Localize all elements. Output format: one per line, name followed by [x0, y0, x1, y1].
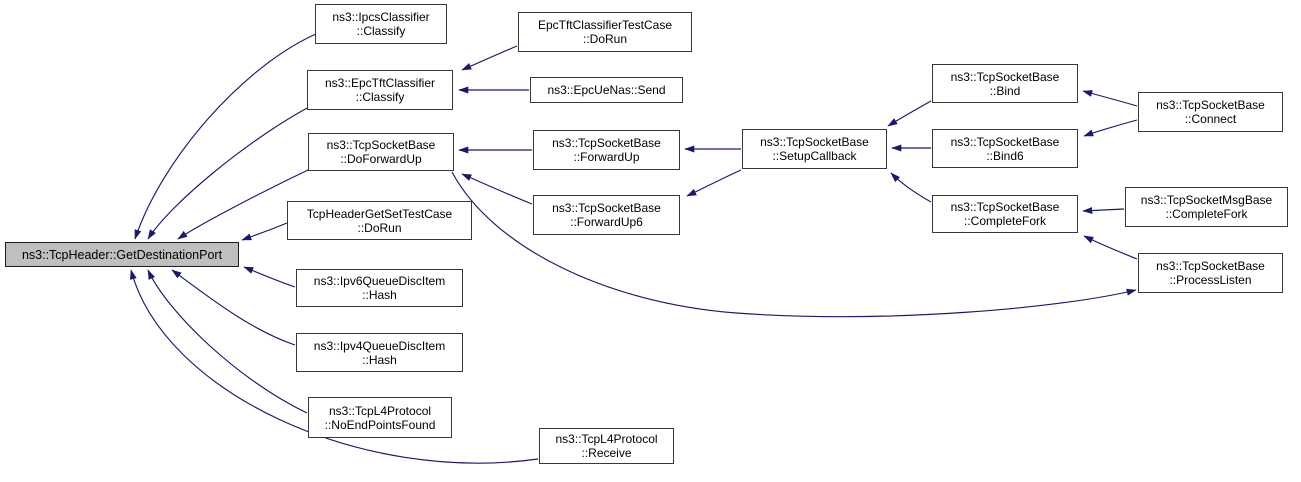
graph-node-label: ::Bind [989, 83, 1021, 98]
graph-node-label: ns3::TcpSocketBase [950, 200, 1060, 214]
graph-node-fwd6[interactable]: ns3::TcpSocketBase::ForwardUp6 [533, 195, 680, 235]
graph-node-label: ::SetupCallback [772, 149, 857, 163]
graph-node-label: ns3::TcpSocketBase [1156, 98, 1265, 112]
graph-node-bind6[interactable]: ns3::TcpSocketBase::Bind6 [932, 129, 1078, 168]
graph-node-label: ::DoRun [357, 220, 402, 235]
graph-node-bind[interactable]: ns3::TcpSocketBase::Bind [932, 64, 1078, 103]
graph-node-label: ::DoRun [582, 32, 628, 46]
graph-node-plisten[interactable]: ns3::TcpSocketBase::ProcessListen [1138, 253, 1283, 293]
graph-node-label: ::ForwardUp [573, 150, 640, 164]
edge-dofwd-to-plisten [451, 171, 1137, 318]
graph-node-label: ::NoEndPointsFound [324, 417, 436, 432]
graph-node-label: ns3::TcpSocketBase [552, 201, 661, 215]
graph-node-label: ::CompleteFork [963, 214, 1047, 228]
graph-node-label: ns3::TcpSocketBase [950, 69, 1060, 84]
graph-node-tftTest[interactable]: EpcTftClassifierTestCase::DoRun [518, 12, 692, 52]
graph-node-v4hash[interactable]: ns3::Ipv4QueueDiscItem::Hash [296, 333, 463, 372]
graph-node-label: ns3::TcpSocketBase [552, 136, 661, 150]
graph-node-label: ::ProcessListen [1169, 273, 1252, 287]
graph-node-getset[interactable]: TcpHeaderGetSetTestCase::DoRun [287, 201, 472, 240]
graph-node-recv[interactable]: ns3::TcpL4Protocol::Receive [539, 428, 674, 464]
graph-node-main: ns3::TcpHeader::GetDestinationPort [5, 242, 239, 267]
graph-node-label: ns3::TcpSocketBase [1156, 259, 1265, 273]
edge-connect-to-bind [1082, 90, 1138, 107]
graph-node-label: ::Classify [356, 24, 406, 38]
graph-node-label: ::ForwardUp6 [570, 215, 643, 229]
edge-tftTest-to-tft [461, 45, 518, 71]
edge-cfork-to-setup [890, 172, 932, 203]
graph-node-label: ns3::EpcUeNas::Send [547, 83, 666, 97]
graph-node-label: ns3::IpcsClassifier [332, 10, 430, 24]
graph-node-label: ns3::TcpL4Protocol [555, 432, 658, 446]
graph-node-tft[interactable]: ns3::EpcTftClassifier::Classify [307, 70, 453, 110]
graph-node-label: ns3::TcpHeader::GetDestinationPort [21, 247, 223, 262]
edge-getset-to-main [241, 222, 288, 241]
graph-node-label: ns3::TcpSocketMsgBase [1140, 193, 1273, 207]
graph-node-label: ns3::Ipv6QueueDiscItem [313, 274, 446, 288]
graph-node-label: ::Hash [362, 288, 397, 302]
edge-connect-to-bind6 [1083, 119, 1138, 137]
graph-node-label: ::Bind6 [986, 148, 1024, 163]
edge-bind-to-setup [887, 100, 932, 127]
graph-node-label: ns3::TcpSocketBase [760, 135, 869, 149]
graph-node-cfork[interactable]: ns3::TcpSocketBase::CompleteFork [932, 195, 1078, 233]
graph-node-label: ns3::TcpL4Protocol [328, 403, 432, 418]
graph-node-dofwd[interactable]: ns3::TcpSocketBase::DoForwardUp [308, 133, 454, 171]
edge-fwd6-to-dofwd [461, 173, 533, 205]
graph-node-label: TcpHeaderGetSetTestCase [306, 206, 453, 221]
graph-node-label: ::Receive [581, 446, 632, 460]
graph-node-msgfork[interactable]: ns3::TcpSocketMsgBase::CompleteFork [1125, 187, 1288, 227]
graph-node-label: ns3::Ipv4QueueDiscItem [313, 338, 446, 353]
graph-node-label: EpcTftClassifierTestCase [537, 18, 673, 32]
graph-node-label: ns3::TcpSocketBase [950, 134, 1060, 149]
edge-ipcs-to-main [134, 33, 317, 240]
graph-node-label: ::Classify [355, 90, 405, 104]
graph-node-label: ns3::EpcTftClassifier [324, 76, 436, 90]
graph-node-label: ::CompleteFork [1165, 207, 1248, 221]
edge-recv-to-main [129, 269, 539, 464]
edge-v6hash-to-main [243, 266, 296, 288]
graph-node-noep[interactable]: ns3::TcpL4Protocol::NoEndPointsFound [308, 397, 452, 438]
graph-node-setup[interactable]: ns3::TcpSocketBase::SetupCallback [742, 129, 887, 169]
edge-setup-to-fwd6 [686, 169, 742, 197]
graph-node-label: ::Connect [1184, 112, 1237, 126]
graph-node-fwd[interactable]: ns3::TcpSocketBase::ForwardUp [533, 130, 680, 170]
edge-noep-to-main [147, 269, 308, 414]
graph-node-ipcs[interactable]: ns3::IpcsClassifier::Classify [315, 4, 447, 44]
edge-dofwd-to-main [177, 168, 311, 240]
graph-node-label: ns3::TcpSocketBase [326, 138, 436, 152]
graph-node-connect[interactable]: ns3::TcpSocketBase::Connect [1138, 92, 1283, 132]
graph-node-v6hash[interactable]: ns3::Ipv6QueueDiscItem::Hash [296, 269, 463, 307]
edge-msgfork-to-cfork [1082, 207, 1125, 215]
graph-node-send[interactable]: ns3::EpcUeNas::Send [530, 77, 683, 103]
graph-node-label: ::Hash [362, 352, 397, 367]
edge-plisten-to-cfork [1083, 235, 1138, 260]
graph-node-label: ::DoForwardUp [340, 152, 422, 166]
edge-tft-to-main [147, 106, 310, 240]
edge-v4hash-to-main [171, 269, 296, 346]
